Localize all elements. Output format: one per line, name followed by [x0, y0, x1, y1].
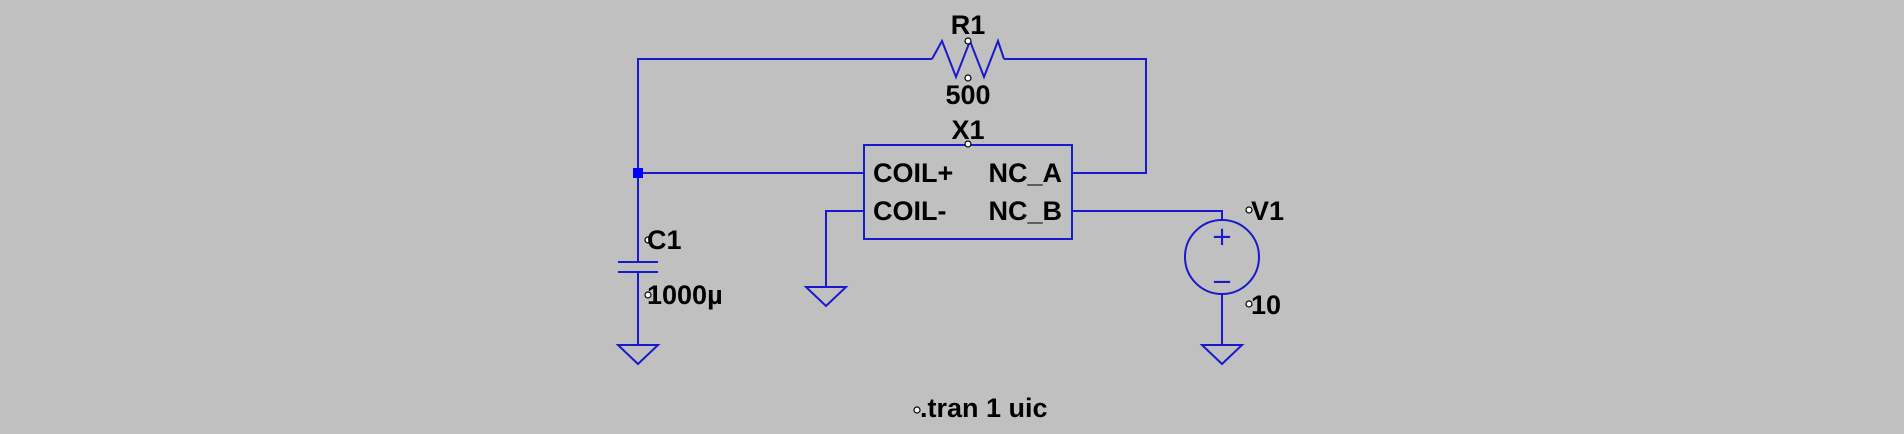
- voltage-source-name-anchor: [1245, 206, 1253, 214]
- ground-v1[interactable]: [1199, 344, 1245, 366]
- relay-x1[interactable]: X1 COIL+ COIL- NC_A NC_B: [863, 115, 1073, 240]
- capacitor-value-anchor: [644, 291, 652, 299]
- capacitor-value-label: 1000µ: [647, 280, 723, 310]
- relay-pin-coil-plus: COIL+: [873, 158, 953, 188]
- ground-c1[interactable]: [615, 344, 661, 366]
- spice-directive[interactable]: .tran 1 uic: [913, 393, 1048, 423]
- directive-anchor: [913, 406, 921, 414]
- wire-r1-to-nca[interactable]: [1004, 58, 1147, 174]
- wire-left-to-r1[interactable]: [637, 58, 932, 173]
- relay-pin-nc-b: NC_B: [988, 196, 1062, 226]
- voltage-source-circle: [1184, 219, 1260, 295]
- capacitor-name-anchor: [644, 236, 652, 244]
- relay-name-anchor: [964, 140, 972, 148]
- relay-name-label: X1: [951, 115, 984, 145]
- voltage-source-minus-sign: −: [1211, 267, 1233, 297]
- voltage-source-value-anchor: [1245, 300, 1253, 308]
- resistor-name-anchor: [964, 37, 972, 45]
- wires: [637, 58, 1223, 345]
- resistor-value-anchor: [964, 74, 972, 82]
- voltage-source-v1[interactable]: + − V1 10: [1184, 196, 1284, 320]
- ground-relay[interactable]: [803, 286, 849, 308]
- junction-dot[interactable]: [633, 168, 643, 178]
- voltage-source-plus-sign: +: [1211, 222, 1233, 252]
- voltage-source-name-label: V1: [1251, 196, 1284, 226]
- relay-pin-coil-minus: COIL-: [873, 196, 947, 226]
- resistor-zigzag: [931, 38, 1005, 80]
- capacitor-name-label: C1: [647, 225, 682, 255]
- resistor-name-label: R1: [951, 10, 986, 40]
- wire-coil-minus-to-ground[interactable]: [825, 210, 864, 287]
- capacitor-c1[interactable]: C1 1000µ: [618, 225, 723, 310]
- wire-ncb-to-v1[interactable]: [1072, 210, 1223, 220]
- voltage-source-value-label: 10: [1251, 290, 1281, 320]
- directive-text: .tran 1 uic: [920, 393, 1048, 423]
- relay-pin-nc-a: NC_A: [988, 158, 1062, 188]
- resistor-r1[interactable]: R1 500: [931, 10, 1005, 110]
- resistor-value-label: 500: [945, 80, 990, 110]
- grounds: [615, 286, 1245, 366]
